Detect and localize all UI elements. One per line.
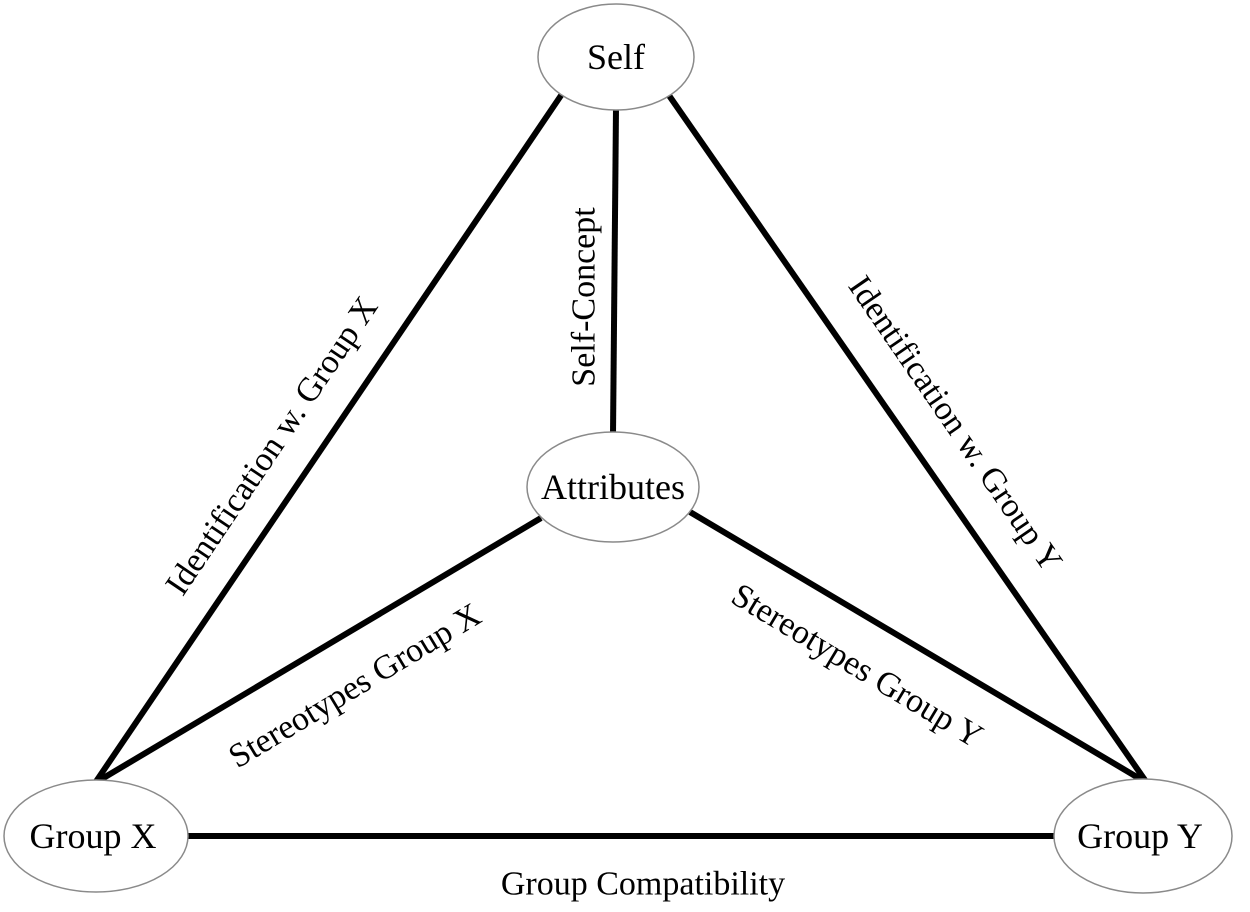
edge-self-group-x [92, 92, 565, 785]
edge-attributes-group-y [688, 509, 1149, 786]
edge-label-identification-group-x: Identification w. Group X [159, 290, 386, 602]
edge-self-group-y [665, 92, 1150, 785]
node-self-shape [537, 3, 695, 111]
node-self-label: Self [587, 37, 645, 77]
node-group-y-shape [1053, 778, 1233, 894]
edge-self-attributes [610, 107, 619, 436]
node-attributes-shape [526, 431, 700, 543]
node-group-y-label: Group Y [1077, 816, 1203, 856]
edge-label-group-compatibility: Group Compatibility [501, 866, 785, 903]
node-group-x-shape [3, 779, 189, 893]
node-group-x: Group X [3, 779, 189, 893]
node-attributes-label: Attributes [541, 467, 685, 507]
node-self: Self [537, 3, 695, 111]
edge-label-identification-group-y: Identification w. Group Y [841, 269, 1070, 578]
edge-label-self-concept: Self-Concept [566, 207, 603, 387]
node-group-x-label: Group X [30, 816, 157, 856]
node-group-y: Group Y [1053, 778, 1233, 894]
edge-attributes-group-x [93, 515, 543, 786]
node-attributes: Attributes [526, 431, 700, 543]
